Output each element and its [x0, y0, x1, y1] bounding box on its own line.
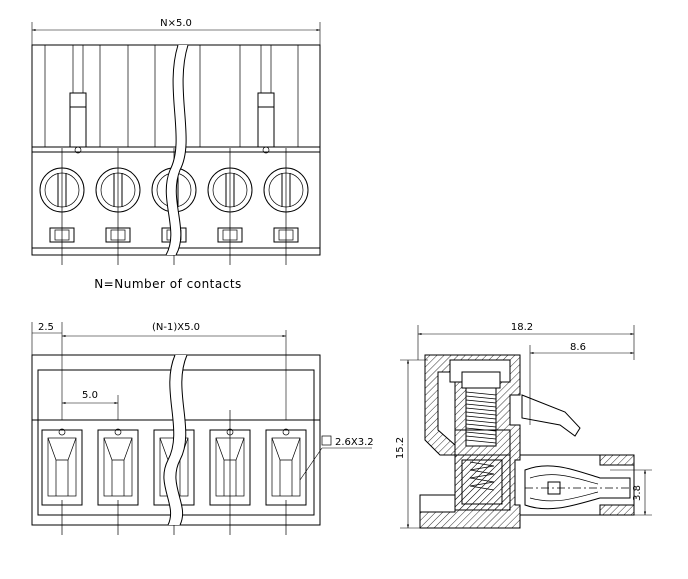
front-span-dimension: (N-1)X5.0 [61, 322, 287, 420]
front-span-label: (N-1)X5.0 [152, 322, 200, 333]
front-pitch-label: 5.0 [82, 390, 98, 401]
side-screw [465, 387, 497, 447]
front-entry-5 [265, 428, 307, 506]
top-width-dimension: N×5.0 [31, 18, 321, 45]
square-icon [321, 435, 332, 446]
front-view: 2.5 (N-1)X5.0 5.0 [31, 322, 374, 535]
top-latch-left [69, 92, 87, 108]
side-pin-label: 3.8 [632, 485, 643, 501]
side-depth-label: 8.6 [570, 342, 586, 353]
front-pitch-dimension: 5.0 [61, 390, 119, 420]
top-screw-5 [262, 146, 309, 213]
side-depth-dimension: 8.6 [529, 342, 634, 425]
front-entry-1 [41, 428, 83, 506]
hole-size-callout: 2.6X3.2 [299, 435, 374, 481]
hole-size-label: 2.6X3.2 [335, 437, 374, 448]
top-latch-right [257, 92, 275, 108]
top-width-label: N×5.0 [160, 18, 192, 29]
side-lever [521, 394, 581, 437]
front-edge-dimension: 2.5 [31, 322, 63, 420]
side-width-dimension: 18.2 [417, 322, 635, 360]
side-height-label: 15.2 [395, 437, 406, 459]
top-view: N×5.0 [31, 18, 321, 291]
front-entry-2 [97, 428, 139, 506]
front-edge-label: 2.5 [38, 322, 54, 333]
side-view: 18.2 8.6 15.2 3.8 [395, 322, 652, 529]
side-contact [524, 465, 631, 510]
top-caption: N=Number of contacts [94, 277, 242, 291]
side-width-label: 18.2 [511, 322, 533, 333]
